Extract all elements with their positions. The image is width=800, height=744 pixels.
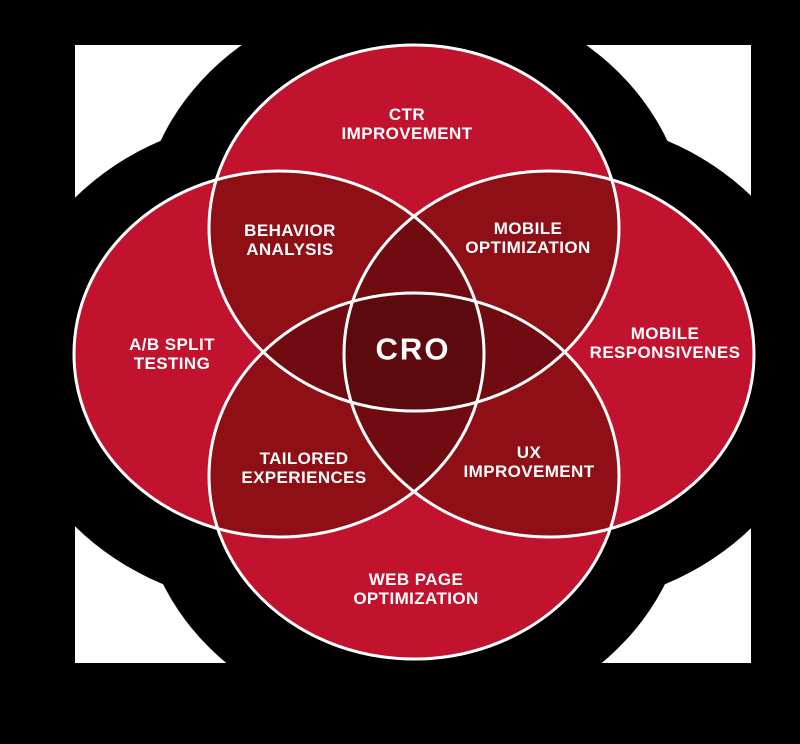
label-circle-right-line1: MOBILE: [631, 324, 700, 343]
label-circle-top-line2: IMPROVEMENT: [342, 124, 473, 143]
circle-bottom-outline: [207, 291, 621, 661]
circle-outlines: [72, 43, 756, 661]
label-circle-left-line1: A/B SPLIT: [129, 335, 215, 354]
circle-left-outline: [72, 169, 486, 539]
circle-top-outline: [207, 43, 621, 413]
label-overlap-bottom-left-line1: TAILORED: [260, 449, 349, 468]
label-center-cro: CRO: [376, 332, 451, 367]
triple-blr-inner: [344, 293, 484, 537]
label-overlap-bottom-left-line2: EXPERIENCES: [241, 468, 366, 487]
label-overlap-top-right-line2: OPTIMIZATION: [465, 238, 590, 257]
triple-rtb-outer: [344, 293, 619, 411]
label-circle-top-line1: CTR: [389, 105, 425, 124]
label-circle-left-line2: TESTING: [134, 354, 210, 373]
label-overlap-top-left-line1: BEHAVIOR: [244, 221, 336, 240]
triple-ltb-inner: [209, 293, 484, 411]
label-circle-right-line2: RESPONSIVENES: [590, 343, 741, 362]
triple-left-top-bottom-shape: [209, 293, 484, 411]
triple-rtb-inner: [344, 293, 619, 411]
triple-tlr-outer: [344, 171, 484, 411]
triple-blr-outer: [344, 293, 484, 537]
triple-tlr-inner: [344, 171, 484, 411]
triple-bottom-left-right-shape: [344, 293, 484, 537]
triple-ltb-outer: [209, 293, 484, 411]
label-overlap-bottom-right-line1: UX: [517, 443, 542, 462]
label-circle-bottom-line1: WEB PAGE: [369, 570, 464, 589]
labels: CTR IMPROVEMENT MOBILE RESPONSIVENES WEB…: [129, 105, 740, 608]
circle-right-outline: [342, 169, 756, 539]
triple-right-top-bottom-shape: [344, 293, 619, 411]
venn-triple-fills: [209, 171, 619, 537]
triple-top-left-right-shape: [344, 171, 484, 411]
label-overlap-top-right-line1: MOBILE: [494, 219, 563, 238]
label-overlap-top-left-line2: ANALYSIS: [246, 240, 334, 259]
label-circle-bottom-line2: OPTIMIZATION: [353, 589, 478, 608]
label-overlap-bottom-right-line2: IMPROVEMENT: [464, 462, 595, 481]
